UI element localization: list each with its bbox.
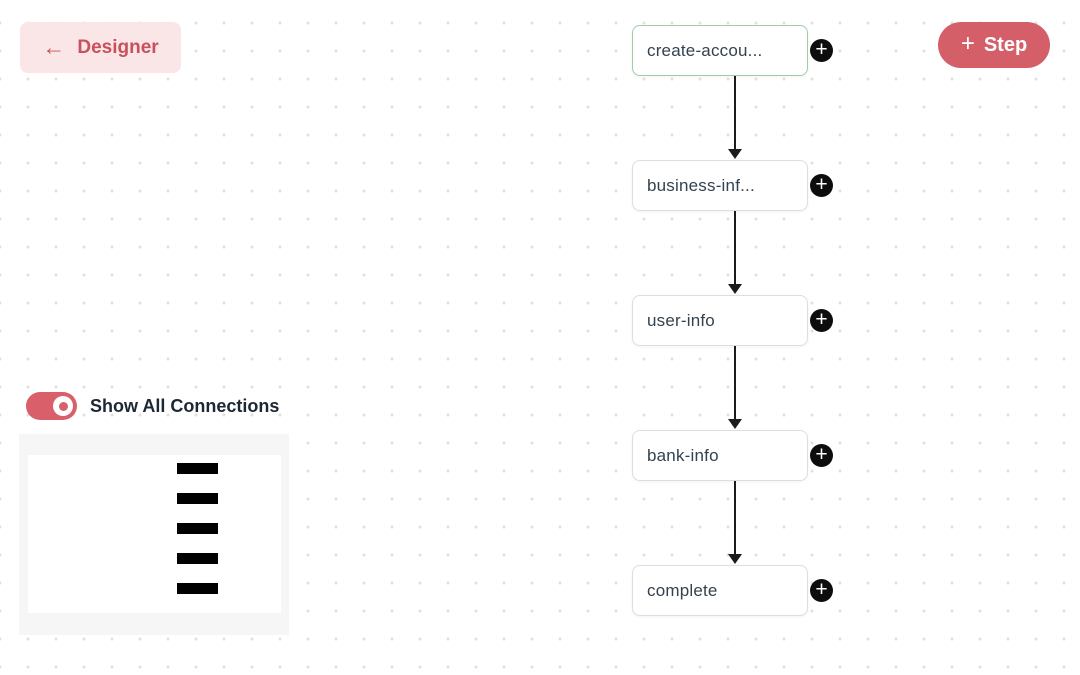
minimap-node-bar <box>177 493 218 504</box>
plus-icon: + <box>815 578 828 601</box>
add-step-after-complete-button[interactable]: + <box>810 579 833 602</box>
arrowhead-icon <box>728 284 742 294</box>
edge-user-info-to-bank-info <box>734 346 736 419</box>
node-label: create-accou... <box>647 40 763 60</box>
add-step-after-business-info-button[interactable]: + <box>810 174 833 197</box>
node-complete[interactable]: complete <box>632 565 808 616</box>
plus-icon: + <box>815 38 828 61</box>
minimap-node-bar <box>177 523 218 534</box>
minimap[interactable] <box>19 434 289 635</box>
arrowhead-icon <box>728 419 742 429</box>
plus-icon: + <box>960 30 975 57</box>
back-arrow-icon: ← <box>42 34 66 60</box>
designer-back-label: Designer <box>77 36 159 58</box>
minimap-viewport[interactable] <box>28 455 281 613</box>
node-label: bank-info <box>647 445 719 465</box>
add-step-after-user-info-button[interactable]: + <box>810 309 833 332</box>
node-create-account[interactable]: create-accou... <box>632 25 808 76</box>
node-bank-info[interactable]: bank-info <box>632 430 808 481</box>
node-label: complete <box>647 580 718 600</box>
node-business-info[interactable]: business-inf... <box>632 160 808 211</box>
plus-icon: + <box>815 173 828 196</box>
add-step-label: Step <box>983 33 1028 56</box>
add-step-button[interactable]: + Step <box>938 22 1050 68</box>
edge-bank-info-to-complete <box>734 481 736 554</box>
minimap-node-bar <box>177 583 218 594</box>
show-all-connections-label: Show All Connections <box>90 396 280 416</box>
add-step-after-bank-info-button[interactable]: + <box>810 444 833 467</box>
arrowhead-icon <box>728 149 742 159</box>
edge-create-account-to-business-info <box>734 76 736 149</box>
edge-business-info-to-user-info <box>734 211 736 284</box>
node-label: user-info <box>647 310 715 330</box>
node-label: business-inf... <box>647 175 755 195</box>
designer-back-button[interactable]: ← Designer <box>20 22 181 73</box>
plus-icon: + <box>815 443 828 466</box>
node-user-info[interactable]: user-info <box>632 295 808 346</box>
arrowhead-icon <box>728 554 742 564</box>
add-step-after-create-account-button[interactable]: + <box>810 39 833 62</box>
minimap-node-bar <box>177 463 218 474</box>
toggle-knob-dot <box>58 401 68 411</box>
minimap-node-bar <box>177 553 218 564</box>
plus-icon: + <box>815 308 828 331</box>
toggle-knob <box>53 396 73 416</box>
show-all-connections-toggle[interactable] <box>26 392 77 420</box>
